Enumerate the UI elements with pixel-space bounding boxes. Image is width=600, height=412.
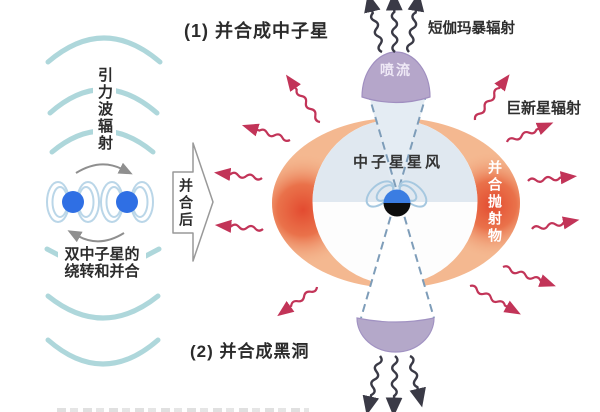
gravitational-wave-arcs-bottom bbox=[44, 246, 162, 367]
stage-label-black-hole: (2) 并合成黑洞 bbox=[190, 342, 310, 361]
stage-label-neutron-star: (1) 并合成中子星 bbox=[184, 21, 329, 41]
cropped-caption-text bbox=[57, 408, 309, 412]
merge-arrow bbox=[172, 142, 214, 262]
jet-cone-upper bbox=[368, 92, 427, 203]
central-remnant-star bbox=[365, 180, 428, 217]
binary-neutron-star-label: 双中子星的 绕转和并合 bbox=[58, 246, 146, 280]
jet-label: 喷流 bbox=[380, 62, 412, 78]
after-merger-label: 并合后 bbox=[178, 178, 194, 229]
kilonova-label: 巨新星辐射 bbox=[506, 100, 582, 117]
black-hole-half-icon bbox=[383, 203, 411, 217]
neutron-star-icon bbox=[62, 191, 84, 213]
binary-label-line1: 双中子星的 bbox=[64, 246, 140, 263]
neutron-star-half-icon bbox=[383, 189, 411, 203]
jet-dome-top bbox=[361, 51, 431, 104]
neutron-star-icon bbox=[116, 191, 138, 213]
jet-dome-bottom bbox=[356, 317, 435, 353]
jet-cone-lower bbox=[361, 203, 434, 318]
orbit-rotation-arrows bbox=[67, 162, 133, 243]
merger-ejecta-label: 并合抛射物 bbox=[487, 160, 503, 245]
binary-label-line2: 绕转和并合 bbox=[64, 263, 140, 280]
neutron-star-wind-label: 中子星星风 bbox=[353, 154, 444, 171]
short-grb-label: 短伽玛暴辐射 bbox=[428, 21, 515, 37]
gamma-ray-arrows-bottom bbox=[362, 354, 426, 412]
kilonova-radiation-arrows bbox=[214, 74, 580, 317]
gamma-ray-arrows-top bbox=[364, 0, 425, 54]
gravitational-wave-label: 引力波辐射 bbox=[93, 65, 116, 154]
binary-neutron-stars bbox=[46, 162, 154, 243]
